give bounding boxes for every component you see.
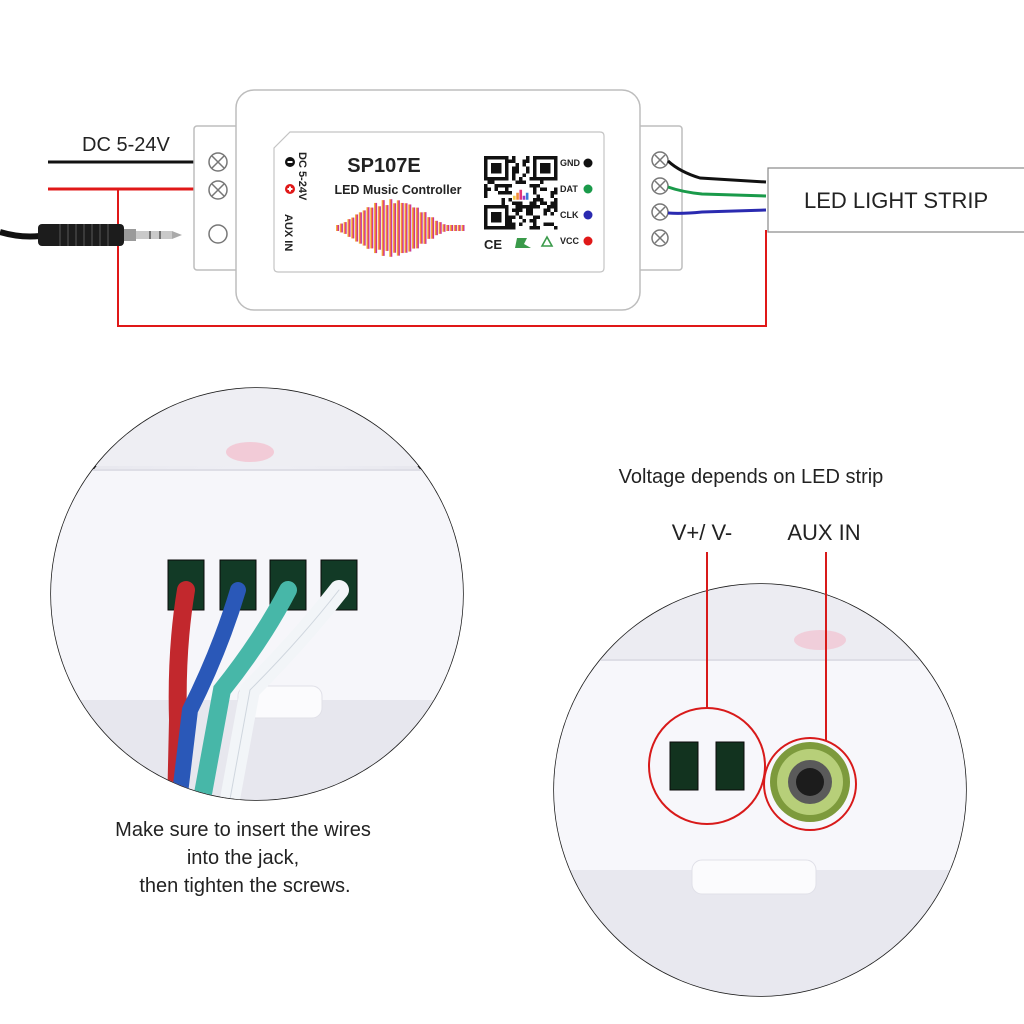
sound-bar (381, 200, 385, 256)
rohs-icon (515, 238, 531, 248)
blue-output-wire (667, 208, 767, 215)
sound-bar (434, 220, 438, 236)
sound-bar (442, 224, 446, 232)
recycle-icon (540, 235, 554, 247)
sound-bar (377, 206, 381, 250)
callout-ring-aux (763, 737, 857, 831)
sound-bar (423, 212, 427, 244)
sound-bar (358, 212, 362, 244)
label-aux-port: AUX IN (787, 520, 860, 545)
pin-label-vcc: VCC (560, 236, 580, 246)
left-detail-photo (50, 387, 464, 801)
screw-terminal-icon (651, 203, 669, 221)
sound-bar (450, 225, 454, 231)
controller-box: DC 5-24V AUX IN SP107E LED Music Control… (193, 89, 683, 311)
sound-bar (453, 225, 457, 231)
screw-terminal-icon (651, 177, 669, 195)
red-wire (167, 581, 195, 800)
sound-bar (431, 217, 435, 239)
green-output-wire (667, 185, 767, 198)
power-socket-1 (669, 741, 699, 791)
port-power-label: DC 5-24V (296, 152, 308, 201)
black-output-wire (666, 159, 767, 184)
sound-bar (385, 205, 389, 251)
right-terminal-block (635, 125, 683, 271)
led-strip-box: LED LIGHT STRIP (767, 167, 1024, 233)
pin-label-gnd: GND (560, 158, 581, 168)
certification-marks: CE (484, 235, 554, 252)
power-socket-2 (715, 741, 745, 791)
pin-label-clk: CLK (560, 210, 579, 220)
pin-dot-clk (583, 210, 593, 220)
sound-bar (343, 222, 347, 234)
ce-mark-icon: CE (484, 237, 502, 252)
screw-terminal-icon (651, 229, 669, 247)
pin-dot-gnd (583, 158, 593, 168)
left-screw-terminals (208, 152, 228, 244)
sound-bar (355, 214, 359, 242)
sound-bar (415, 207, 419, 249)
pin-labels: GND DAT CLK VCC (560, 158, 593, 246)
callouts (648, 552, 857, 831)
sound-bar (438, 222, 442, 234)
sound-bar (370, 207, 374, 249)
sound-bar (412, 207, 416, 249)
aux-jack-icon (770, 742, 850, 822)
sound-bar (351, 217, 355, 239)
aux-audio-plug (0, 224, 182, 246)
blue-wire (170, 582, 246, 800)
pin-dot-vcc (583, 236, 593, 246)
inserted-wires (167, 580, 349, 800)
power-label: DC 5-24V (82, 134, 170, 156)
caption-line-2: into the jack, (187, 847, 299, 869)
sound-bar (446, 225, 450, 231)
sound-bar (389, 199, 393, 257)
sound-bar (339, 223, 343, 233)
voltage-note: Voltage depends on LED strip (619, 466, 884, 488)
right-screw-terminals (651, 151, 669, 247)
caption-line-3: then tighten the screws. (139, 875, 350, 897)
screw-terminal-icon (208, 180, 228, 200)
port-aux-label: AUX IN (282, 214, 294, 251)
controller-model: SP107E (347, 155, 420, 177)
red-bridge-wire (117, 189, 767, 327)
label-power-port: V+/ V- (672, 520, 733, 545)
sound-bar (374, 202, 378, 254)
sound-bar (461, 225, 465, 231)
sound-bar (362, 210, 366, 246)
port-labels-vertical: DC 5-24V AUX IN (282, 152, 308, 251)
sound-bar (336, 225, 340, 231)
sound-bar (347, 219, 351, 237)
sound-wave-logo (336, 199, 465, 257)
teal-wire (191, 581, 297, 800)
screw-terminal-icon (651, 151, 669, 169)
pin-dot-dat (583, 184, 593, 194)
qr-code (484, 156, 558, 230)
screw-terminal-icon (208, 152, 228, 172)
sound-bar (396, 200, 400, 256)
sound-bar (366, 207, 370, 249)
pin-label-dat: DAT (560, 184, 578, 194)
led-strip-label: LED LIGHT STRIP (804, 188, 988, 213)
aux-jack-icon (208, 224, 228, 244)
sound-bar (408, 204, 412, 252)
controller-subtitle: LED Music Controller (334, 183, 461, 197)
sound-bar (404, 203, 408, 253)
caption-line-1: Make sure to insert the wires (115, 819, 371, 841)
callout-ring-power (648, 707, 766, 825)
sound-bar (427, 217, 431, 239)
sound-bar (393, 203, 397, 253)
sound-bar (457, 225, 461, 231)
sound-bar (419, 212, 423, 244)
power-input-wires (48, 160, 767, 327)
sound-bar (400, 202, 404, 254)
output-wires (666, 159, 767, 215)
